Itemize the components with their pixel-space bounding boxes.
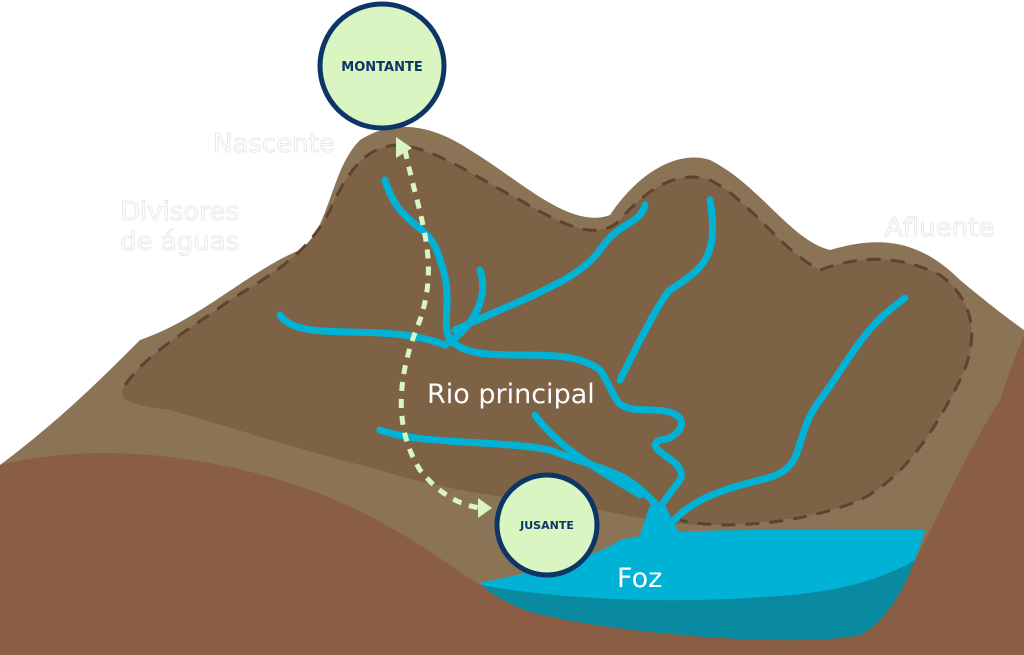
- divisores-label-line1: Divisores: [120, 197, 239, 227]
- upstream-downstream-arrow: [398, 149, 481, 511]
- arrowhead-up-icon: [396, 137, 412, 158]
- montante-label: MONTANTE: [341, 60, 422, 75]
- nascente-label: Nascente: [213, 129, 335, 159]
- mountain-inner: [122, 145, 972, 525]
- jusante-circle: [494, 472, 600, 578]
- foz-label: Foz: [617, 563, 662, 594]
- divisores-label-line2: de águas: [120, 227, 239, 257]
- watershed-divide-line: [123, 143, 974, 527]
- river-network: [276, 176, 909, 539]
- tributary: [616, 196, 717, 384]
- tributary: [451, 201, 649, 334]
- ground: [0, 335, 1024, 655]
- river-mouth: [640, 505, 680, 535]
- river-main: [381, 176, 685, 539]
- tributary: [276, 266, 487, 349]
- afluente-label: Afluente: [885, 213, 994, 243]
- tributary: [376, 426, 664, 514]
- tributary: [666, 294, 909, 529]
- lake-deep: [482, 560, 915, 641]
- tributary: [531, 411, 644, 499]
- montante-circle: [317, 1, 447, 131]
- rio-principal-label: Rio principal: [427, 379, 595, 410]
- arrowhead-right-icon: [478, 498, 492, 518]
- jusante-label: JUSANTE: [519, 519, 574, 532]
